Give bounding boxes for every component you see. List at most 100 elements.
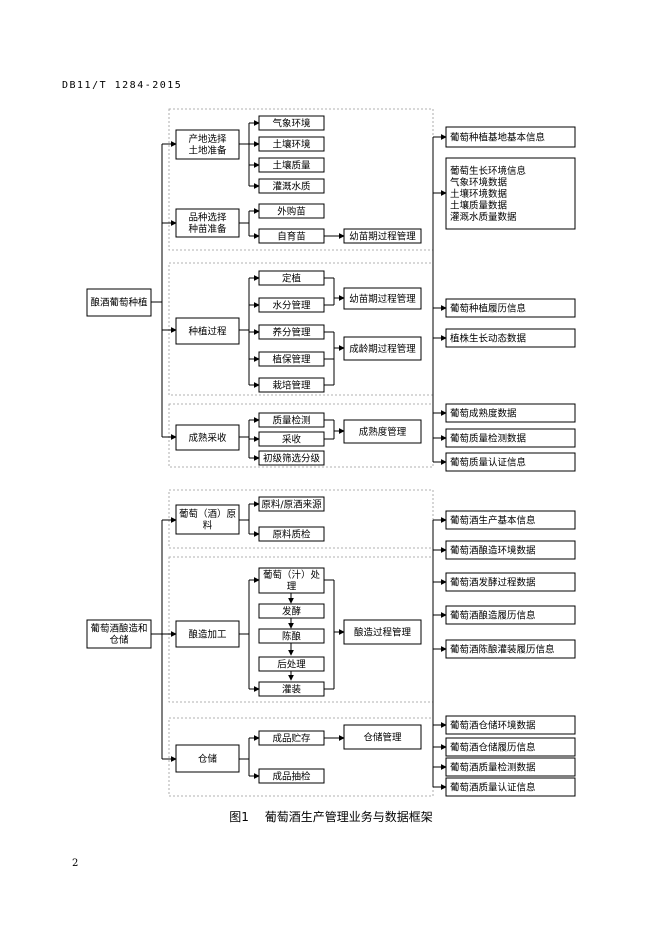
svg-text:植保管理: 植保管理 bbox=[272, 353, 311, 365]
svg-text:成品抽检: 成品抽检 bbox=[272, 770, 311, 782]
svg-text:自育苗: 自育苗 bbox=[277, 230, 306, 242]
svg-text:仓储: 仓储 bbox=[198, 753, 218, 765]
node-storage-mgmt: 仓储管理 bbox=[343, 724, 422, 750]
svg-text:酿造过程管理: 酿造过程管理 bbox=[354, 626, 412, 638]
svg-text:成熟采收: 成熟采收 bbox=[188, 432, 227, 444]
group-raw bbox=[168, 489, 434, 549]
svg-text:陈酿: 陈酿 bbox=[282, 630, 302, 642]
node-ripeness-mgmt: 成熟度管理 bbox=[343, 419, 422, 444]
data-item-16: 葡萄酒质量认证信息 bbox=[445, 777, 576, 797]
group-harvest bbox=[168, 403, 434, 468]
svg-text:土壤环境: 土壤环境 bbox=[272, 138, 311, 150]
svg-text:葡萄酒酿造环境数据: 葡萄酒酿造环境数据 bbox=[450, 544, 536, 556]
node-grading: 初级筛选分级 bbox=[258, 450, 325, 466]
svg-text:酿酒葡萄种植: 酿酒葡萄种植 bbox=[90, 296, 148, 308]
svg-text:葡萄酒仓储履历信息: 葡萄酒仓储履历信息 bbox=[450, 741, 536, 753]
node-grape-proc: 葡萄（汁）处理 bbox=[258, 567, 325, 594]
node-brewing: 酿造加工 bbox=[175, 620, 240, 648]
node-site: 产地选择土地准备 bbox=[175, 129, 240, 160]
svg-text:幼苗期过程管理: 幼苗期过程管理 bbox=[349, 293, 416, 305]
data-item-3: 葡萄种植履历信息 bbox=[445, 298, 576, 318]
node-climate: 气象环境 bbox=[258, 115, 325, 131]
svg-text:酿造加工: 酿造加工 bbox=[188, 628, 227, 640]
svg-text:葡萄酒陈酿灌装履历信息: 葡萄酒陈酿灌装履历信息 bbox=[450, 643, 555, 655]
node-root2: 葡萄酒酿造和仓储 bbox=[86, 619, 152, 649]
node-brew-mgmt: 酿造过程管理 bbox=[343, 619, 422, 645]
svg-text:品种选择种苗准备: 品种选择种苗准备 bbox=[188, 212, 227, 236]
group-site-variety bbox=[168, 108, 434, 251]
svg-text:后处理: 后处理 bbox=[277, 658, 306, 670]
node-purchased: 外购苗 bbox=[258, 203, 325, 219]
data-item-5: 葡萄成熟度数据 bbox=[445, 403, 576, 423]
data-item-9: 葡萄酒酿造环境数据 bbox=[445, 540, 576, 560]
node-mature-mgmt: 成龄期过程管理 bbox=[343, 336, 422, 361]
node-filling: 灌装 bbox=[258, 681, 325, 697]
svg-text:葡萄成熟度数据: 葡萄成熟度数据 bbox=[450, 407, 517, 419]
svg-text:幼苗期过程管理: 幼苗期过程管理 bbox=[349, 230, 416, 242]
svg-text:水分管理: 水分管理 bbox=[272, 299, 311, 311]
svg-text:土壤质量: 土壤质量 bbox=[272, 159, 311, 171]
node-storage: 仓储 bbox=[175, 744, 240, 773]
node-fix: 定植 bbox=[258, 270, 325, 286]
node-irrigation: 灌溉水质 bbox=[258, 178, 325, 194]
node-harvest: 成熟采收 bbox=[175, 424, 240, 451]
svg-text:产地选择土地准备: 产地选择土地准备 bbox=[188, 133, 227, 157]
node-raw-source: 原料/原酒来源 bbox=[258, 496, 325, 512]
data-item-15: 葡萄酒质量检测数据 bbox=[445, 757, 576, 777]
node-root1: 酿酒葡萄种植 bbox=[86, 288, 152, 317]
node-aging: 陈酿 bbox=[258, 628, 325, 644]
node-soil-env: 土壤环境 bbox=[258, 136, 325, 152]
data-item-10: 葡萄酒发酵过程数据 bbox=[445, 572, 576, 592]
svg-text:采收: 采收 bbox=[282, 433, 302, 445]
node-picking: 采收 bbox=[258, 431, 325, 447]
node-seedling-mgmt: 幼苗期过程管理 bbox=[343, 228, 422, 244]
data-item-13: 葡萄酒仓储环境数据 bbox=[445, 715, 576, 735]
svg-text:栽培管理: 栽培管理 bbox=[272, 379, 311, 391]
svg-text:植株生长动态数据: 植株生长动态数据 bbox=[450, 332, 527, 344]
data-item-2: 葡萄生长环境信息气象环境数据土壤环境数据土壤质量数据灌溉水质量数据 bbox=[445, 157, 576, 230]
svg-text:葡萄酒质量认证信息: 葡萄酒质量认证信息 bbox=[450, 781, 536, 793]
page-number: 2 bbox=[72, 858, 79, 869]
node-protection: 植保管理 bbox=[258, 351, 325, 367]
svg-text:原料/原酒来源: 原料/原酒来源 bbox=[261, 498, 322, 510]
figure-label: 图1 bbox=[229, 810, 249, 824]
svg-text:初级筛选分级: 初级筛选分级 bbox=[263, 452, 321, 464]
node-post: 后处理 bbox=[258, 656, 325, 672]
connectors bbox=[151, 120, 447, 790]
node-planting: 种植过程 bbox=[175, 317, 240, 345]
data-item-12: 葡萄酒陈酿灌装履历信息 bbox=[445, 639, 576, 659]
svg-text:葡萄酒生产基本信息: 葡萄酒生产基本信息 bbox=[450, 514, 536, 526]
svg-text:灌溉水质: 灌溉水质 bbox=[272, 180, 311, 192]
svg-text:气象环境: 气象环境 bbox=[272, 117, 311, 129]
document-code: DB11/T 1284-2015 bbox=[62, 80, 183, 91]
figure-title: 葡萄酒生产管理业务与数据框架 bbox=[264, 810, 433, 824]
svg-text:葡萄种植履历信息: 葡萄种植履历信息 bbox=[450, 302, 526, 314]
data-item-14: 葡萄酒仓储履历信息 bbox=[445, 737, 576, 757]
data-item-7: 葡萄质量认证信息 bbox=[445, 452, 576, 472]
group-storage bbox=[168, 717, 434, 797]
svg-text:灌装: 灌装 bbox=[282, 683, 302, 695]
node-quality-test: 质量检测 bbox=[258, 412, 325, 428]
node-product-store: 成品贮存 bbox=[258, 730, 325, 746]
svg-text:养分管理: 养分管理 bbox=[272, 326, 311, 338]
data-item-11: 葡萄酒酿造履历信息 bbox=[445, 605, 576, 625]
svg-text:葡萄酒发酵过程数据: 葡萄酒发酵过程数据 bbox=[450, 576, 536, 588]
svg-text:仓储管理: 仓储管理 bbox=[363, 731, 402, 743]
svg-text:葡萄质量认证信息: 葡萄质量认证信息 bbox=[450, 456, 526, 468]
svg-text:发酵: 发酵 bbox=[282, 605, 302, 617]
svg-text:原料质检: 原料质检 bbox=[272, 528, 311, 540]
node-product-sample: 成品抽检 bbox=[258, 768, 325, 784]
svg-text:葡萄种植基地基本信息: 葡萄种植基地基本信息 bbox=[450, 131, 545, 143]
svg-text:葡萄酒酿造和仓储: 葡萄酒酿造和仓储 bbox=[90, 623, 147, 647]
node-soil-quality: 土壤质量 bbox=[258, 157, 325, 173]
svg-text:葡萄酒酿造履历信息: 葡萄酒酿造履历信息 bbox=[450, 609, 536, 621]
svg-text:葡萄酒质量检测数据: 葡萄酒质量检测数据 bbox=[450, 761, 536, 773]
data-item-4: 植株生长动态数据 bbox=[445, 328, 576, 348]
node-nutrient: 养分管理 bbox=[258, 324, 325, 340]
svg-text:外购苗: 外购苗 bbox=[277, 205, 306, 217]
node-variety: 品种选择种苗准备 bbox=[175, 208, 240, 238]
node-ferment: 发酵 bbox=[258, 603, 325, 619]
node-cultivation: 栽培管理 bbox=[258, 377, 325, 393]
data-item-1: 葡萄种植基地基本信息 bbox=[445, 126, 576, 148]
